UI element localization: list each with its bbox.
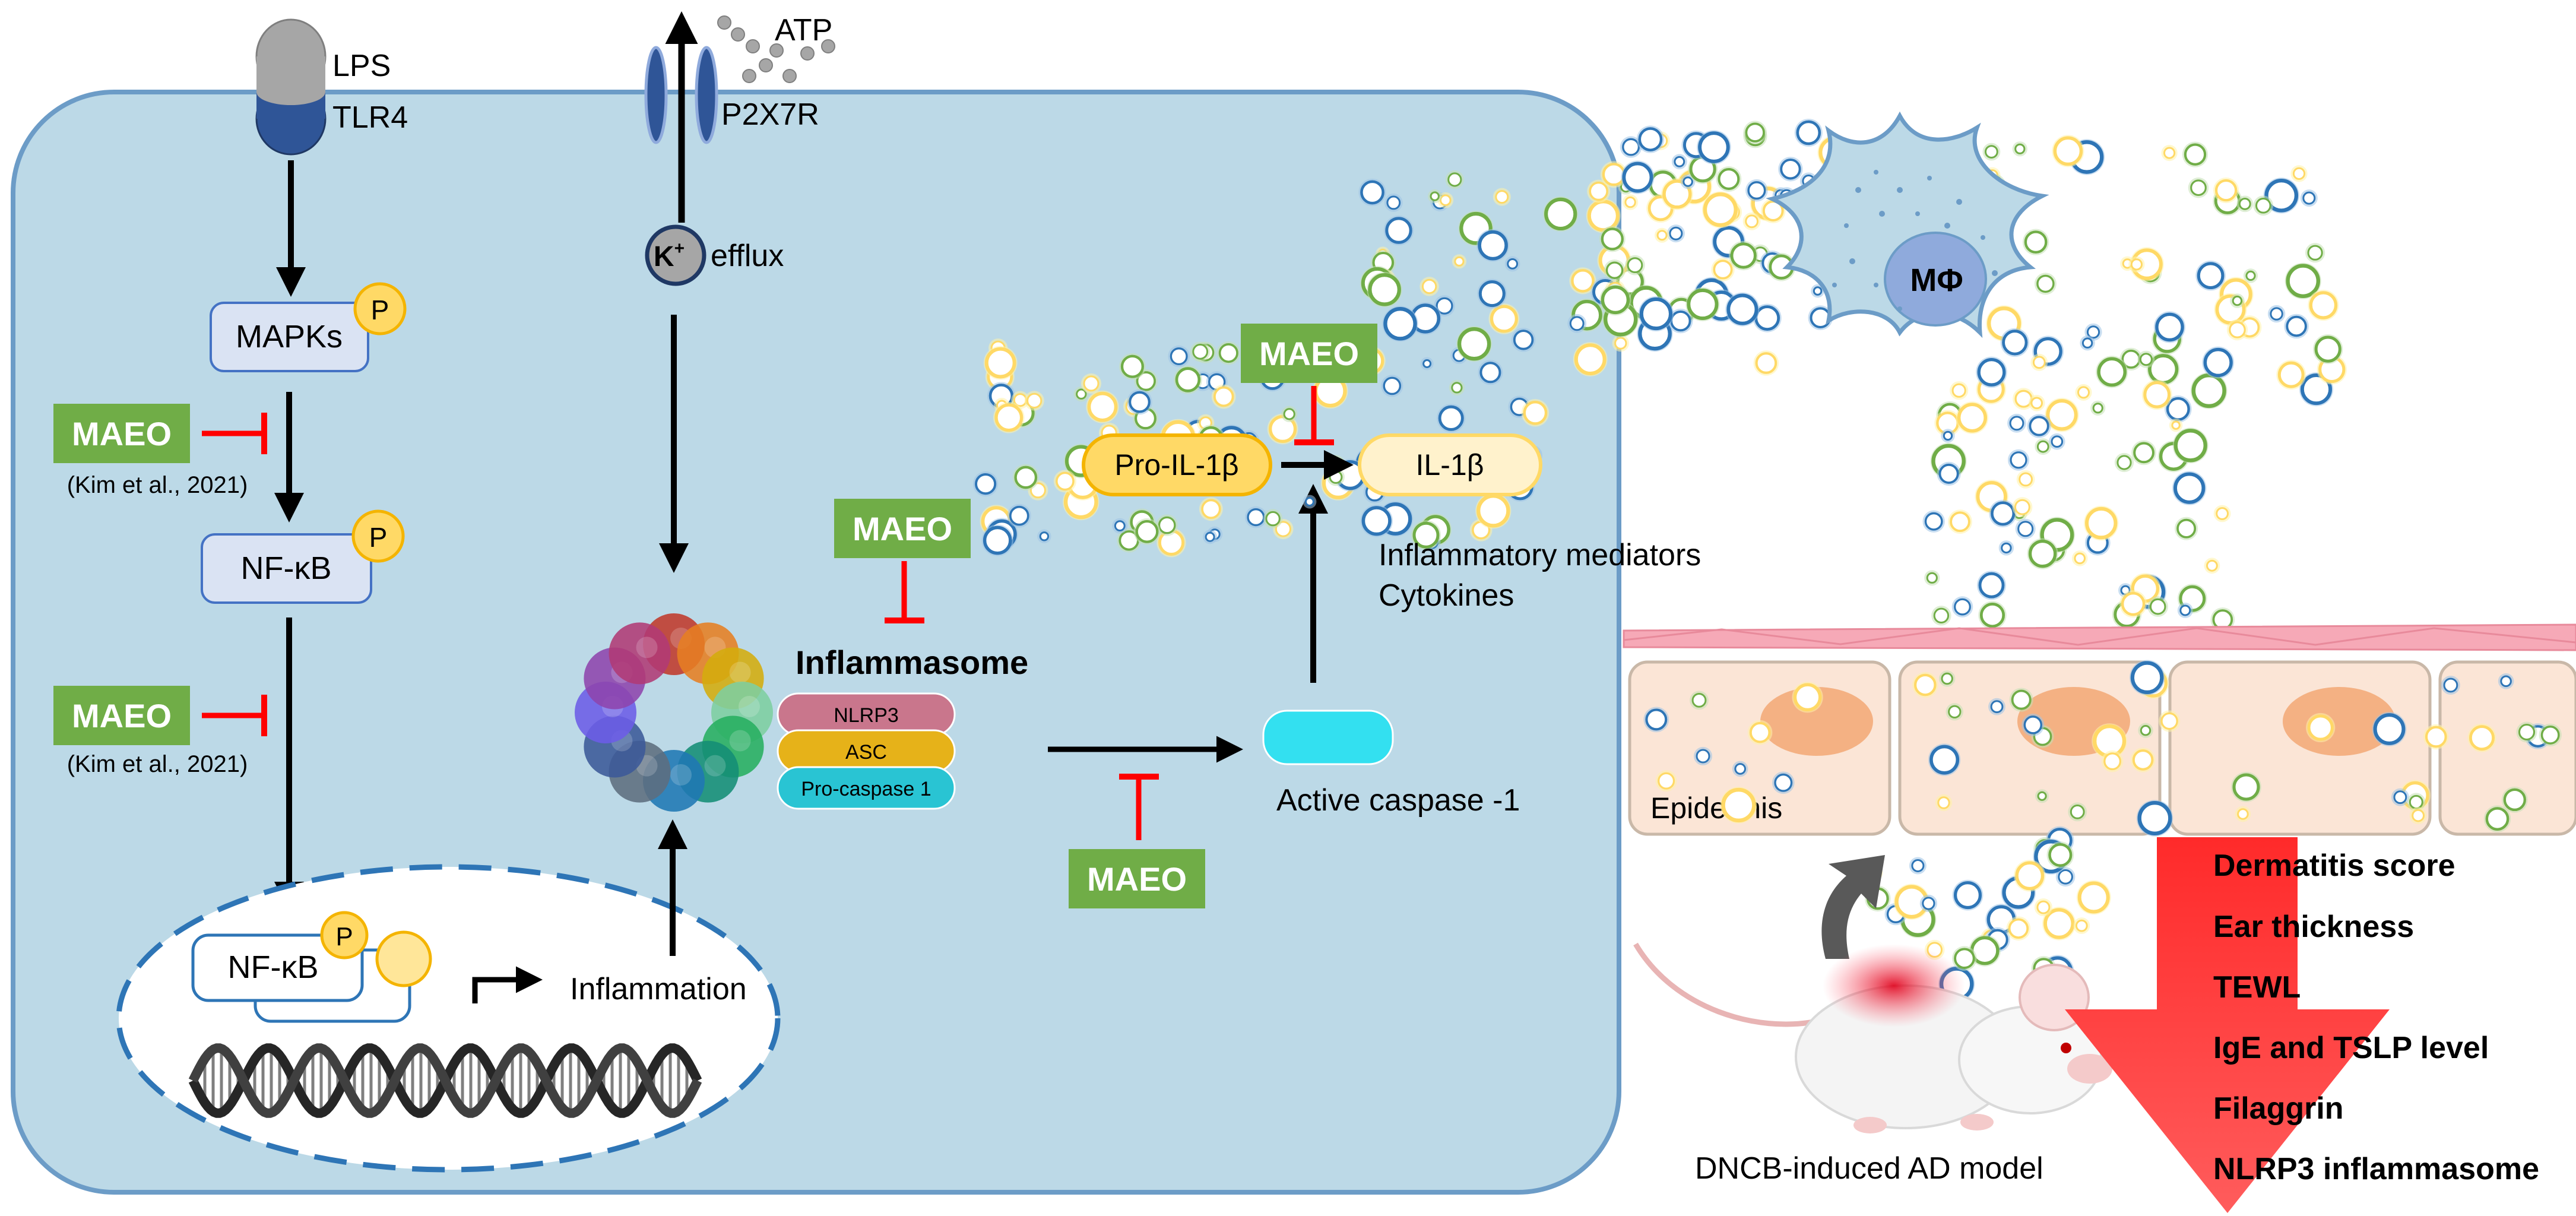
phospho-marker-nfkb bbox=[351, 509, 405, 563]
il1b-label: IL-1β bbox=[1416, 448, 1484, 482]
p2x7r-label: P2X7R bbox=[721, 97, 819, 132]
active-caspase-label: Active caspase -1 bbox=[1276, 783, 1520, 818]
cytokines-label: Cytokines bbox=[1379, 578, 1514, 613]
asc-label: ASC bbox=[845, 741, 887, 764]
inhibition-symbol-5 bbox=[1294, 386, 1334, 445]
transcription-arrow bbox=[472, 966, 543, 1003]
k-ion-sup: + bbox=[674, 239, 685, 258]
phospho-label-nfkb: P bbox=[369, 522, 388, 553]
model-label: DNCB-induced AD model bbox=[1695, 1151, 2043, 1186]
maeo-label-3: MAEO bbox=[853, 510, 952, 547]
inhibition-symbol-4 bbox=[1119, 774, 1159, 840]
atp-molecules bbox=[717, 15, 835, 83]
il1b-shape bbox=[1358, 433, 1542, 496]
maeo-box-5 bbox=[1241, 324, 1377, 383]
nfkb-box bbox=[201, 533, 372, 604]
tlr4-label: TLR4 bbox=[332, 100, 408, 135]
maeo-label-1: MAEO bbox=[72, 415, 172, 452]
macrophage-label: MΦ bbox=[1910, 262, 1963, 298]
maeo-label-2: MAEO bbox=[72, 697, 172, 734]
nfkb-label: NF-κB bbox=[241, 550, 332, 586]
phospho-marker-mapks bbox=[353, 282, 407, 335]
maeo-box-3 bbox=[834, 499, 971, 558]
mapks-box bbox=[210, 302, 369, 372]
tissue-particles bbox=[1643, 660, 2562, 1002]
active-caspase-shape bbox=[1262, 710, 1394, 765]
tlr4-receptor bbox=[255, 18, 327, 156]
citation-1: (Kim et al., 2021) bbox=[67, 472, 248, 498]
atp-label: ATP bbox=[775, 13, 832, 48]
efflux-label: efflux bbox=[711, 239, 784, 273]
stratum-corneum bbox=[1623, 623, 2576, 651]
inflammasome-ring-icon bbox=[575, 613, 773, 812]
maeo-label-5: MAEO bbox=[1259, 335, 1359, 372]
nucleus-phospho-label: P bbox=[335, 922, 353, 951]
outcome-item: NLRP3 inflammasome bbox=[2213, 1152, 2539, 1186]
pro-caspase-component bbox=[777, 766, 956, 810]
inflammation-label: Inflammation bbox=[570, 972, 747, 1006]
outcome-item: Ear thickness bbox=[2213, 910, 2414, 944]
lps-label: LPS bbox=[332, 49, 391, 83]
nucleus-cofactor bbox=[375, 930, 432, 987]
p2x7r-receptor bbox=[644, 46, 718, 144]
phospho-label-mapks: P bbox=[371, 294, 389, 325]
inhibition-symbol-2 bbox=[202, 695, 267, 736]
macrophage-icon bbox=[1766, 111, 2049, 338]
pro-caspase-label: Pro-caspase 1 bbox=[801, 778, 931, 800]
mapks-label: MAPKs bbox=[236, 319, 343, 354]
mouse-image bbox=[1633, 942, 2112, 1133]
outcome-item: Dermatitis score bbox=[2213, 848, 2455, 883]
maeo-box-1 bbox=[53, 404, 190, 463]
nucleus-nfkb-label: NF-κB bbox=[228, 949, 319, 985]
maeo-box-4 bbox=[1069, 849, 1205, 908]
epidermis-label: Epidermis bbox=[1650, 791, 1782, 825]
maeo-label-4: MAEO bbox=[1087, 860, 1187, 898]
nucleus-nfkb-box bbox=[191, 933, 364, 1002]
nlrp3-label: NLRP3 bbox=[834, 704, 899, 727]
dna-helix bbox=[188, 1043, 702, 1118]
outcome-item: TEWL bbox=[2213, 970, 2301, 1005]
inhibition-symbol-1 bbox=[202, 413, 267, 454]
svg-text:K+: K+ bbox=[654, 239, 685, 273]
curved-arrow bbox=[1821, 855, 1885, 959]
maeo-box-2 bbox=[53, 686, 190, 745]
inflammasome-title: Inflammasome bbox=[796, 644, 1028, 681]
k-ion-icon bbox=[645, 224, 706, 286]
mediators-label: Inflammatory mediators bbox=[1379, 538, 1701, 572]
nucleus bbox=[116, 864, 781, 1173]
citation-2: (Kim et al., 2021) bbox=[67, 751, 248, 777]
nucleus-phospho-marker bbox=[320, 911, 369, 960]
k-ion-label: K bbox=[654, 241, 674, 273]
outcome-item: IgE and TSLP level bbox=[2213, 1031, 2489, 1065]
pro-il1b-shape bbox=[1082, 433, 1272, 496]
inhibition-symbol-3 bbox=[885, 561, 924, 623]
pro-il1b-label: Pro-IL-1β bbox=[1114, 448, 1238, 482]
outcome-item: Filaggrin bbox=[2213, 1091, 2344, 1126]
decrease-arrow bbox=[2065, 837, 2390, 1213]
